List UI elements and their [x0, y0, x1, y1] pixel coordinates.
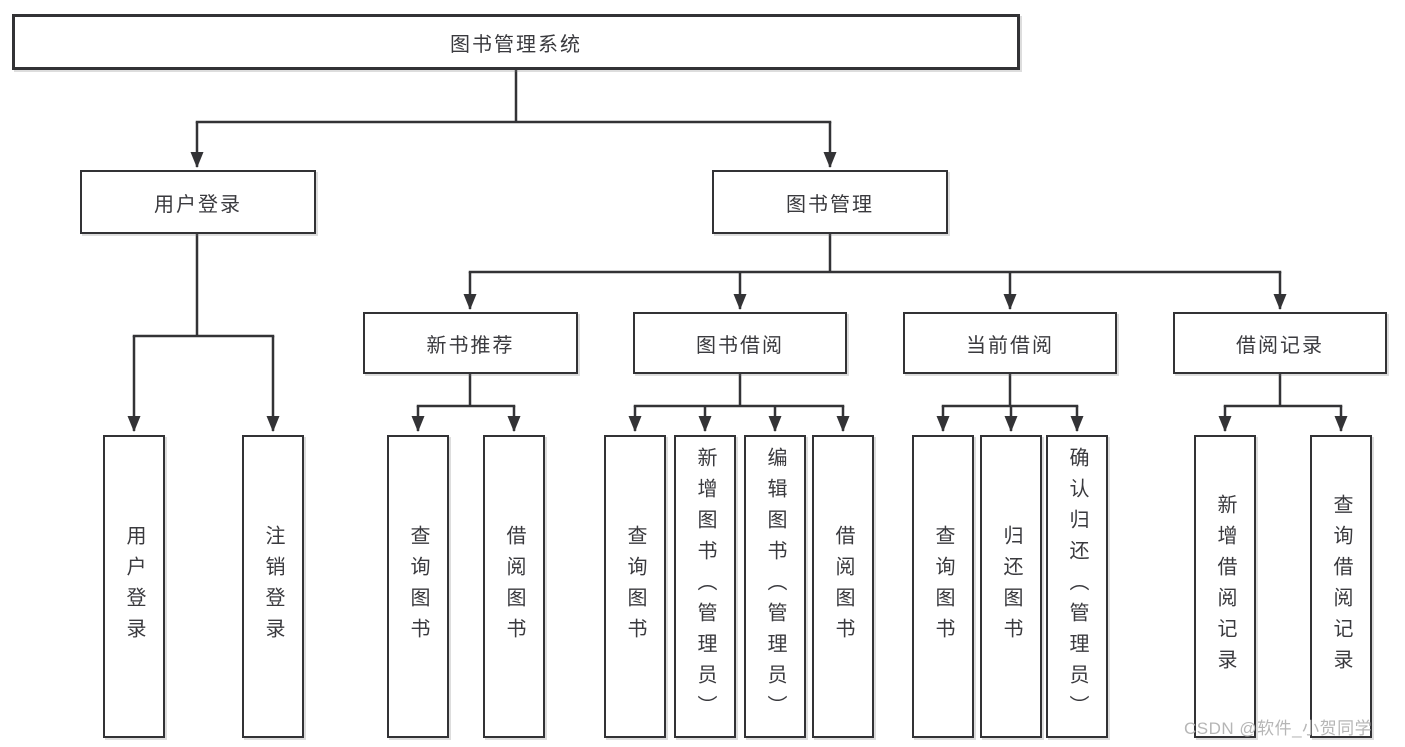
leaf-label: 用户登录: [123, 524, 145, 649]
leaf-label: 新增借阅记录: [1214, 493, 1236, 680]
node-label: 新书推荐: [426, 334, 515, 357]
node-label: 图书借阅: [696, 334, 784, 357]
leaf-label: 确认归还（管理员）: [1066, 447, 1088, 726]
leaf-query-borrow-record: 查询借阅记录: [1310, 435, 1372, 738]
node-book-management: 图书管理: [712, 170, 948, 234]
leaf-borrow-books-recommend: 借阅图书: [483, 435, 545, 738]
node-user-login: 用户登录: [80, 170, 316, 234]
leaf-label: 新增图书（管理员）: [694, 447, 716, 726]
leaf-label: 查询图书: [407, 524, 429, 649]
leaf-label: 查询图书: [624, 524, 646, 649]
node-label: 用户登录: [154, 193, 242, 216]
node-label: 图书管理系统: [450, 33, 582, 56]
node-borrow-records: 借阅记录: [1173, 312, 1387, 374]
node-library-management-system: 图书管理系统: [12, 14, 1020, 70]
leaf-edit-books-admin: 编辑图书（管理员）: [744, 435, 806, 738]
leaf-query-books-borrow: 查询图书: [604, 435, 666, 738]
leaf-return-books: 归还图书: [980, 435, 1042, 738]
leaf-label: 编辑图书（管理员）: [764, 447, 786, 726]
leaf-add-borrow-record: 新增借阅记录: [1194, 435, 1256, 738]
node-book-borrow: 图书借阅: [633, 312, 847, 374]
node-label: 借阅记录: [1236, 334, 1324, 357]
node-label: 当前借阅: [966, 334, 1054, 357]
node-label: 图书管理: [786, 193, 874, 216]
leaf-borrow-books: 借阅图书: [812, 435, 874, 738]
leaf-label: 查询图书: [932, 524, 954, 649]
leaf-query-books-recommend: 查询图书: [387, 435, 449, 738]
leaf-user-login: 用户登录: [103, 435, 165, 738]
leaf-confirm-return-admin: 确认归还（管理员）: [1046, 435, 1108, 738]
leaf-label: 借阅图书: [832, 524, 854, 649]
node-current-borrow: 当前借阅: [903, 312, 1117, 374]
leaf-add-books-admin: 新增图书（管理员）: [674, 435, 736, 738]
leaf-query-books-current: 查询图书: [912, 435, 974, 738]
leaf-label: 查询借阅记录: [1330, 493, 1352, 680]
leaf-logout-login: 注销登录: [242, 435, 304, 738]
leaf-label: 归还图书: [1000, 524, 1022, 649]
leaf-label: 借阅图书: [503, 524, 525, 649]
node-new-book-recommend: 新书推荐: [363, 312, 578, 374]
leaf-label: 注销登录: [262, 524, 284, 649]
watermark: CSDN @软件_小贺同学: [1184, 719, 1373, 738]
